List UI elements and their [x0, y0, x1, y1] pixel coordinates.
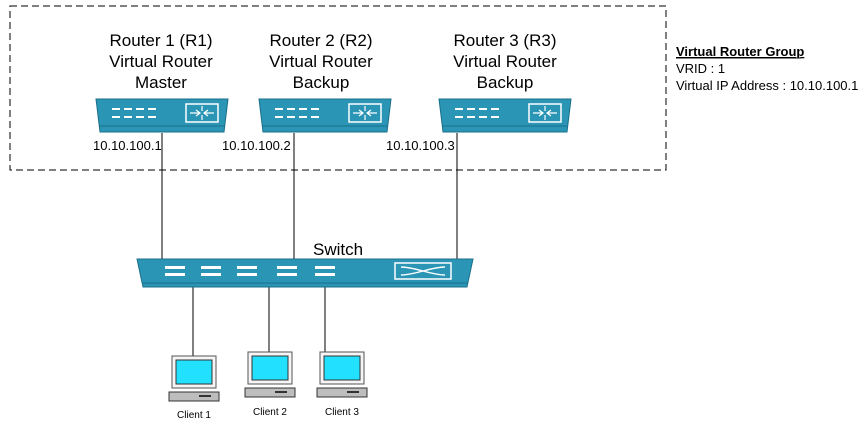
router-arrows-icon [348, 103, 382, 123]
router-2-name: Router 2 (R2) [270, 31, 373, 50]
switch-port-icons [165, 266, 335, 276]
router-body [95, 98, 229, 133]
router-1-name: Router 1 (R1) [110, 31, 213, 50]
router-3-ip: 10.10.100.3 [386, 138, 455, 153]
router-port-icons [112, 108, 156, 118]
router-port-icons [275, 108, 319, 118]
router-3 [438, 98, 572, 133]
router-2-role-line2: Backup [293, 73, 350, 92]
switch-label: Switch [313, 240, 363, 259]
router-3-name: Router 3 (R3) [454, 31, 557, 50]
client-1-label: Client 1 [177, 410, 211, 421]
switch [136, 258, 474, 288]
router-1 [95, 98, 229, 133]
router-3-role-line1: Virtual Router [453, 52, 557, 71]
router-1-role-line2: Master [135, 73, 187, 92]
router-1-ip: 10.10.100.1 [93, 138, 162, 153]
router-body [438, 98, 572, 133]
group-title: Virtual Router Group [676, 44, 804, 59]
client-3-label: Client 3 [325, 407, 359, 418]
virtual-router-group-boundary [9, 5, 667, 171]
group-vrid: VRID : 1 [676, 61, 725, 76]
router-2 [258, 98, 392, 133]
router-body [258, 98, 392, 133]
switch-crossover-icon [394, 262, 452, 280]
group-virtual-ip: Virtual IP Address : 10.10.100.1 [676, 78, 858, 93]
router-port-icons [455, 108, 499, 118]
client-2-label: Client 2 [253, 407, 287, 418]
router-arrows-icon [528, 103, 562, 123]
router-arrows-icon [185, 103, 219, 123]
client-3-computer-icon [316, 351, 368, 398]
router-3-role-line2: Backup [477, 73, 534, 92]
router-2-ip: 10.10.100.2 [222, 138, 291, 153]
connections [161, 133, 458, 356]
client-2-computer-icon [244, 351, 296, 398]
client-1-computer-icon [168, 355, 220, 402]
router-1-role-line1: Virtual Router [109, 52, 213, 71]
router-2-role-line1: Virtual Router [269, 52, 373, 71]
